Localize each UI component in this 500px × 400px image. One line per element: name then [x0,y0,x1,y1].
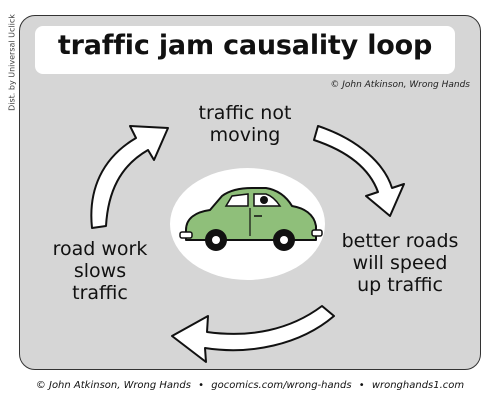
cycle-label-traffic-not-moving: traffic not moving [180,102,310,146]
cycle-label-line: will speed [352,252,448,274]
arrow-right-to-left-icon [171,305,335,363]
cycle-label-line: slows [73,260,127,282]
cycle-label-line: traffic not [198,102,292,124]
cycle-label-line: road work [52,238,148,260]
cycle-label-line: better roads [341,230,459,252]
cycle-label-line: traffic [72,282,128,304]
footer-link-gocomics: gocomics.com/wrong-hands [211,380,352,391]
arrow-left-to-top-icon [90,125,169,229]
cycle-label-road-work: road work slows traffic [35,238,165,304]
footer-separator: • [358,380,365,391]
comic-title: traffic jam causality loop [57,30,433,61]
footer-credits: © John Atkinson, Wrong Hands • gocomics.… [0,380,500,391]
panel-copyright: © John Atkinson, Wrong Hands [330,80,470,90]
title-box: traffic jam causality loop [35,26,455,74]
cycle-label-line: up traffic [357,274,443,296]
cycle-label-line: moving [209,124,281,146]
cycle-label-better-roads: better roads will speed up traffic [330,230,470,296]
footer-separator: • [198,380,205,391]
footer-credit: © John Atkinson, Wrong Hands [35,380,191,391]
arrow-top-to-right-icon [313,125,405,217]
footer-link-wronghands: wronghands1.com [371,380,465,391]
